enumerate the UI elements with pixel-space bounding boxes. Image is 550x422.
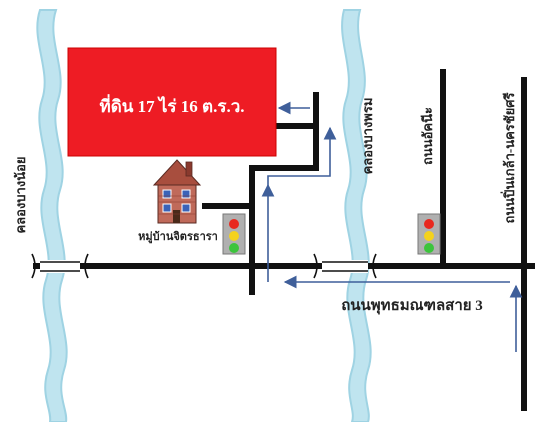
road-network (33, 69, 535, 411)
road-right-2-label: ถนนปิ่นเกล้า-นครชัยศรี (500, 93, 517, 224)
main-road-label: ถนนพุทธมณฑลสาย 3 (341, 298, 483, 315)
land-plot-label: ที่ดิน 17 ไร่ 16 ต.ร.ว. (99, 94, 244, 116)
bridge-left (31, 253, 89, 279)
canal-middle (341, 9, 372, 422)
traffic-light-icon (417, 213, 441, 255)
direction-arrows (261, 101, 523, 352)
house-icon (152, 159, 202, 224)
land-plot (67, 47, 277, 157)
bridge-middle (313, 253, 377, 279)
road-right-1-label: ถนนอัคนีะ (420, 107, 435, 165)
canal-left-label: คลองบางน้อย (13, 156, 28, 233)
village-label: หมู่บ้านจิตรธารา (138, 230, 218, 244)
canal-middle-label: คลองบางพรม (360, 98, 375, 175)
canal-left (36, 9, 68, 422)
traffic-light-icon (222, 213, 246, 255)
